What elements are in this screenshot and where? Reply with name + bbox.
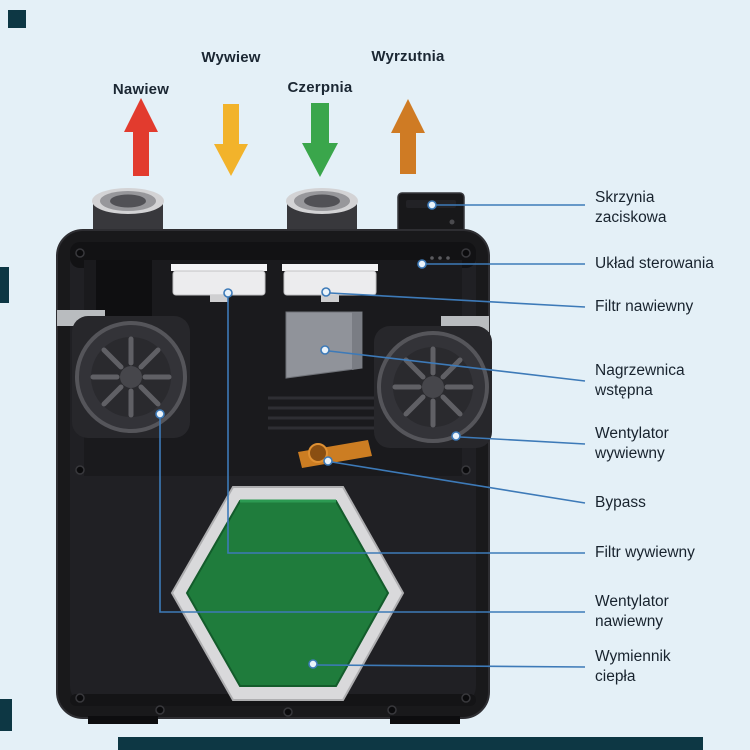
- fan-exhaust: [374, 326, 492, 448]
- filter-exhaust-part: [171, 264, 267, 302]
- callout-filtr-nawiewny: Filtr nawiewny: [595, 298, 694, 315]
- interior-duct: [96, 260, 152, 316]
- czerpnia-arrow-icon: [302, 103, 338, 177]
- arrow-label-czerpnia: Czerpnia: [287, 79, 353, 96]
- duct-collar-supply: [92, 188, 164, 238]
- leader-filtr-wyw: [227, 297, 585, 554]
- screws: [75, 248, 471, 717]
- leader-wymiennik: [316, 664, 586, 668]
- leader-lines: [155, 200, 586, 669]
- leader-went-naw: [159, 418, 585, 613]
- marker-uklad: [417, 259, 427, 269]
- leader-bypass: [331, 461, 586, 504]
- corner-block-bottom-left: [0, 699, 12, 731]
- unit-foot-right: [390, 716, 460, 724]
- marker-went-naw: [155, 409, 165, 419]
- status-leds: [430, 256, 450, 260]
- arrow-label-nawiew: Nawiew: [112, 81, 170, 98]
- leader-went-wyw: [459, 436, 586, 445]
- marker-filtr-wyw: [223, 288, 233, 298]
- wywiew-arrow-icon: [214, 104, 248, 176]
- callout-skrzynia-zaciskowa: Skrzynia zaciskowa: [595, 189, 667, 226]
- marker-went-wyw: [451, 431, 461, 441]
- callout-filtr-wywiewny: Filtr wywiewny: [595, 544, 695, 561]
- leader-nagrzewnica: [328, 350, 586, 382]
- nawiew-arrow-icon: [124, 98, 158, 176]
- callout-wentylator-wywiewny: Wentylator wywiewny: [595, 425, 669, 462]
- corner-block-left-edge: [0, 267, 9, 303]
- flow-arrows: [124, 98, 425, 177]
- terminal-box: [397, 192, 465, 234]
- callout-wentylator-nawiewny: Wentylator nawiewny: [595, 593, 669, 630]
- arrow-label-wywiew: Wywiew: [201, 49, 261, 66]
- marker-wymiennik: [308, 659, 318, 669]
- bypass-part: [298, 440, 372, 468]
- callout-wymiennik-ciepla: Wymiennik ciepła: [595, 648, 671, 685]
- filter-supply-part: [282, 264, 378, 302]
- marker-filtr-naw: [321, 287, 331, 297]
- louver-detail: [268, 396, 380, 430]
- callout-bypass: Bypass: [595, 494, 646, 511]
- unit-illustration: [56, 188, 492, 724]
- bottom-bar: [118, 737, 703, 750]
- arrow-label-wyrzutnia: Wyrzutnia: [371, 48, 445, 65]
- marker-nagrzewnica: [320, 345, 330, 355]
- callout-nagrzewnica-wstepna: Nagrzewnica wstępna: [595, 362, 685, 399]
- corner-block-top-left: [8, 10, 26, 28]
- unit-foot-left: [88, 716, 158, 724]
- heat-exchanger-part: [170, 486, 405, 701]
- leader-filtr-naw: [329, 292, 586, 308]
- preheater-part: [285, 311, 363, 379]
- marker-bypass: [323, 456, 333, 466]
- fan-supply: [72, 316, 190, 438]
- wyrzutnia-arrow-icon: [391, 99, 425, 174]
- marker-skrzynia: [427, 200, 437, 210]
- callout-uklad-sterowania: Układ sterowania: [595, 255, 714, 272]
